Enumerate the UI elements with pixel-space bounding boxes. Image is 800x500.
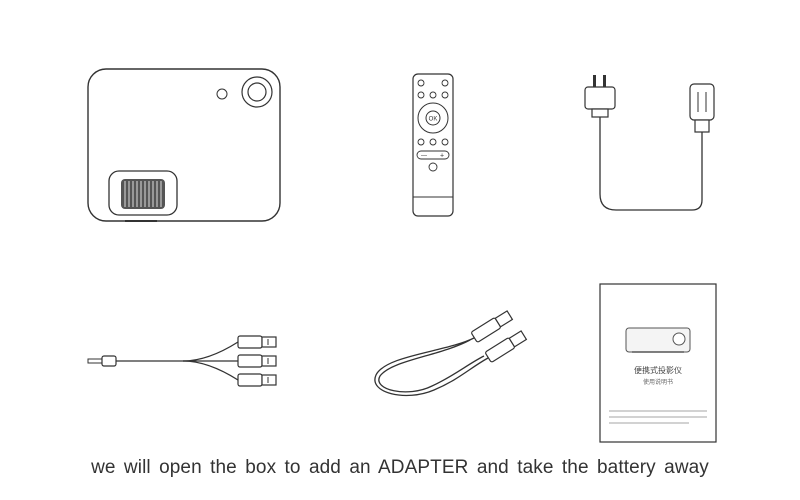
projector-icon bbox=[87, 68, 281, 222]
user-manual: 便携式投影仪 使用说明书 bbox=[599, 283, 717, 443]
volume-plus-label: + bbox=[440, 153, 444, 160]
usb-cable bbox=[366, 310, 528, 410]
manual-icon bbox=[599, 283, 717, 443]
projector bbox=[85, 66, 285, 226]
manual-title: 便携式投影仪 bbox=[634, 366, 682, 375]
manual-subtitle: 使用说明书 bbox=[642, 379, 673, 386]
ok-button-label: OK bbox=[429, 117, 438, 123]
power-cord bbox=[580, 74, 720, 220]
av-cable bbox=[87, 328, 298, 398]
usb-cable-icon bbox=[374, 310, 528, 397]
power-plug-icon bbox=[584, 75, 715, 211]
remote-control: OK — + bbox=[411, 72, 455, 218]
volume-minus-label: — bbox=[421, 154, 427, 160]
caption: we will open the box to add an ADAPTER a… bbox=[91, 457, 709, 478]
remote-control-icon: OK — + bbox=[412, 73, 454, 217]
av-cable-icon bbox=[87, 335, 277, 387]
